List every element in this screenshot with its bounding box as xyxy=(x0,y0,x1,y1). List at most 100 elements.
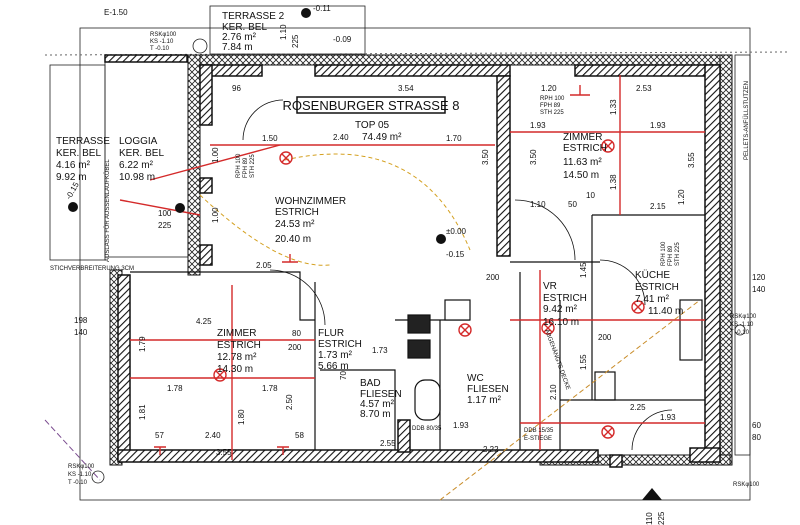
room-area: 6.22 m² xyxy=(119,160,154,171)
ceiling-light-icon xyxy=(541,321,555,335)
dimension: 200 xyxy=(486,273,500,282)
dimension: 3.55 xyxy=(216,448,232,457)
dimension: 2.40 xyxy=(333,133,349,142)
dimension: 1.78 xyxy=(262,384,278,393)
partitions xyxy=(130,99,705,451)
dimension: 10 xyxy=(586,191,595,200)
room-area: 1.17 m² xyxy=(467,395,502,406)
room-floor: ESTRICH xyxy=(318,339,362,350)
room-area: 4.16 m² xyxy=(56,160,91,171)
level-label: ±0.00 xyxy=(446,227,467,236)
socket-icon xyxy=(154,85,590,455)
dimension: 1.80 xyxy=(237,409,246,425)
window-label: FPH 89 xyxy=(668,245,674,266)
window-label: RPH 100 xyxy=(661,241,667,266)
dimension: 1.20 xyxy=(541,84,557,93)
dimension: 1.81 xyxy=(138,404,147,420)
room-floor: ESTRICH xyxy=(563,143,607,154)
dimension: 200 xyxy=(288,343,302,352)
room-perimeter: 14.30 m xyxy=(217,364,253,375)
room-name: TERRASSE 2 xyxy=(222,11,285,22)
dimension: 2.50 xyxy=(285,394,294,410)
window-labels: RPH 100 FPH 89 STH 225 RPH 100 FPH 89 ST… xyxy=(236,96,681,266)
total-area: 74.49 m² xyxy=(362,132,402,143)
dimension: 1.10 xyxy=(279,24,288,40)
room-floor: ESTRICH xyxy=(635,282,679,293)
room-name: ZIMMER xyxy=(217,328,256,339)
ceiling-light-icon xyxy=(213,368,227,382)
room-area: 7.41 m² xyxy=(635,294,670,305)
dimension: 1.20 xyxy=(677,189,686,205)
room-name: FLUR xyxy=(318,328,344,339)
room-area: 2.76 m² xyxy=(222,32,257,43)
drain-label: RSKφ100 xyxy=(730,314,757,320)
dimension: 100 xyxy=(158,209,172,218)
dimension: 80 xyxy=(752,433,761,442)
dimension: 2.22 xyxy=(483,445,499,454)
room-name: BAD xyxy=(360,378,381,389)
room-floor: KER. BEL xyxy=(222,22,267,33)
dimension: 1.93 xyxy=(453,421,469,430)
dimension: 1.79 xyxy=(138,336,147,352)
dimension: 1.50 xyxy=(262,134,278,143)
room-perimeter: 8.70 m xyxy=(360,409,391,420)
ceiling-light-icon xyxy=(601,139,615,153)
room-perimeter: 5.66 m xyxy=(318,361,349,372)
dimension: 200 xyxy=(598,333,612,342)
level-label: -0.15 xyxy=(64,180,81,201)
dimension: 225 xyxy=(158,221,172,230)
room-floor: KER. BEL xyxy=(119,148,164,159)
level-label: -0.11 xyxy=(313,4,331,13)
drain-label: T -0.10 xyxy=(150,46,170,52)
note: ABGEHÄNGTE DECKE xyxy=(543,328,571,391)
room-perimeter: 11.40 m xyxy=(648,306,683,317)
dimension: 110 xyxy=(645,512,654,525)
level-label: E-1.50 xyxy=(104,8,128,17)
room-perimeter: 9.92 m xyxy=(56,172,87,183)
room-floor: FLIESEN xyxy=(360,389,402,400)
note: AUSLASS FÜR AUSSENLAUFKÜBEL xyxy=(104,159,111,262)
room-name: KÜCHE xyxy=(635,269,670,281)
window-label: STH 225 xyxy=(540,110,564,116)
room-perimeter: 20.40 m xyxy=(275,234,311,245)
dimension: 1.93 xyxy=(530,121,546,130)
ceiling-light-icon xyxy=(631,300,645,314)
note: DDB 15/35 xyxy=(524,428,554,434)
dimension: 3.50 xyxy=(529,149,538,165)
drain-label: KS -1.10 xyxy=(68,472,92,478)
window-label: STH 225 xyxy=(675,242,681,266)
window-label: RPH 100 xyxy=(236,153,242,178)
dimension: 1.00 xyxy=(211,207,220,223)
drain-label: RSKφ100 xyxy=(733,482,760,488)
room-floor: ESTRICH xyxy=(275,207,319,218)
dimension: 225 xyxy=(291,34,300,48)
note: STICHVERBREITERUNG 3CM xyxy=(50,266,134,272)
room-perimeter: 10.98 m xyxy=(119,172,155,183)
dimension: 60 xyxy=(752,421,761,430)
window-label: STH 225 xyxy=(250,154,256,178)
dimension: 1.45 xyxy=(579,262,588,278)
window-label: RPH 100 xyxy=(540,96,565,102)
dimension: 225 xyxy=(657,511,666,525)
dimension: 2.53 xyxy=(636,84,652,93)
dimension: 1.33 xyxy=(609,99,618,115)
ceiling-light-icon xyxy=(279,151,293,165)
room-name: VR xyxy=(543,281,557,292)
dimension: 2.40 xyxy=(205,431,221,440)
drain-labels: RSKφ100 KS -1.10 T -0.10 RSKφ100 KS -1.1… xyxy=(68,32,760,488)
room-name: LOGGIA xyxy=(119,136,158,147)
level-label: -0.09 xyxy=(333,35,352,44)
room-perimeter: 16.10 m xyxy=(543,317,579,328)
drain-label: RSKφ100 xyxy=(150,32,177,38)
dimension: 2.55 xyxy=(380,439,396,448)
dimension: 3.54 xyxy=(398,84,414,93)
dimension: 120 xyxy=(752,273,766,282)
